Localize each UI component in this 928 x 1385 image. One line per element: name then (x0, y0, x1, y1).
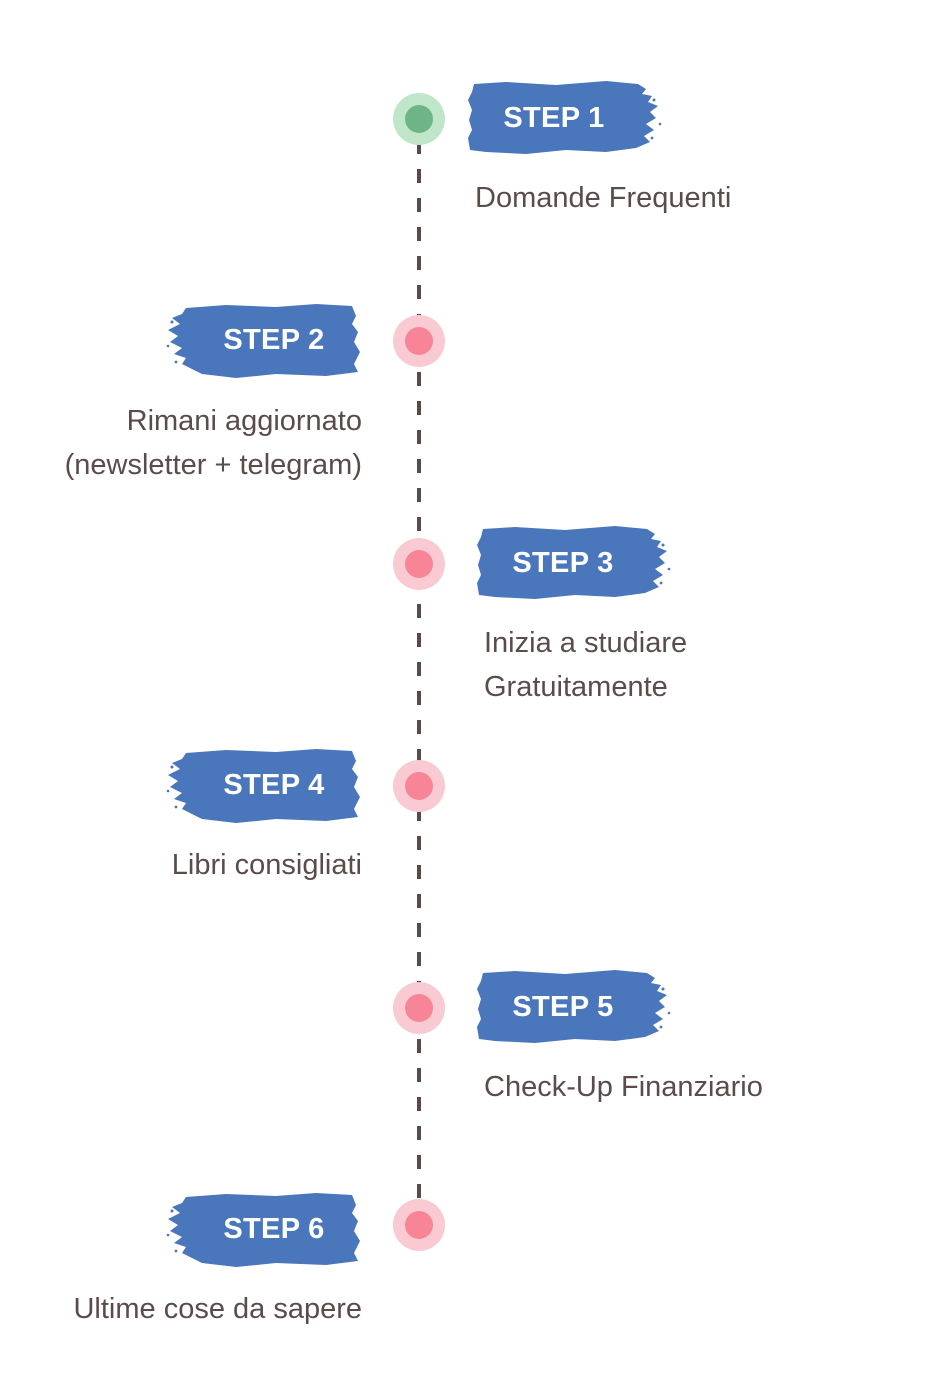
step-2-node-icon (393, 315, 445, 367)
step-1-description-line: Domande Frequenti (475, 182, 732, 214)
brush-stroke-icon (468, 81, 662, 154)
step-3-label: STEP 3 (512, 546, 614, 579)
step-2-description: Rimani aggiornato (newsletter + telegram… (65, 399, 362, 487)
step-1-label: STEP 1 (503, 101, 605, 134)
step-5-label: STEP 5 (512, 990, 614, 1023)
brush-stroke-icon (166, 749, 360, 823)
step-2-description-line: Rimani aggiornato (126, 405, 362, 437)
step-3-node-core (405, 550, 433, 578)
step-5-badge[interactable]: STEP 5 (475, 969, 671, 1045)
step-6-label: STEP 6 (223, 1212, 325, 1245)
step-4-node-icon (393, 760, 445, 812)
step-4-node-core (405, 772, 433, 800)
step-3-node-icon (393, 538, 445, 590)
step-3-description: Inizia a studiare Gratuitamente (484, 621, 687, 709)
step-6-badge[interactable]: STEP 6 (166, 1191, 362, 1267)
brush-stroke-icon (166, 304, 360, 378)
step-3-description-line: Gratuitamente (484, 671, 668, 703)
step-6-node-icon (393, 1199, 445, 1251)
step-5-node-core (405, 994, 433, 1022)
step-2-description-line: (newsletter + telegram) (64, 449, 362, 481)
step-1-badge[interactable]: STEP 1 (466, 80, 662, 156)
step-5-node-icon (393, 982, 445, 1034)
step-1-node-icon (393, 93, 445, 145)
step-5-description-line: Check-Up Finanziario (484, 1071, 763, 1103)
step-3-badge[interactable]: STEP 3 (475, 525, 671, 601)
step-4-description: Libri consigliati (172, 843, 362, 887)
step-4-description-line: Libri consigliati (171, 849, 362, 881)
step-6-description-line: Ultime cose da sapere (73, 1293, 362, 1325)
step-1-node-core (405, 105, 433, 133)
brush-stroke-icon (166, 1193, 360, 1267)
step-1-description: Domande Frequenti (475, 176, 731, 220)
timeline-dashed-line (417, 140, 421, 1205)
step-4-badge[interactable]: STEP 4 (166, 747, 362, 823)
step-6-description: Ultime cose da sapere (73, 1287, 362, 1331)
step-2-node-core (405, 327, 433, 355)
step-4-label: STEP 4 (223, 768, 325, 801)
brush-stroke-icon (477, 526, 671, 599)
step-6-node-core (405, 1211, 433, 1239)
step-2-label: STEP 2 (223, 323, 325, 356)
step-2-badge[interactable]: STEP 2 (166, 302, 362, 378)
brush-stroke-icon (477, 970, 671, 1043)
step-3-description-line: Inizia a studiare (484, 627, 688, 659)
step-5-description: Check-Up Finanziario (484, 1065, 763, 1109)
